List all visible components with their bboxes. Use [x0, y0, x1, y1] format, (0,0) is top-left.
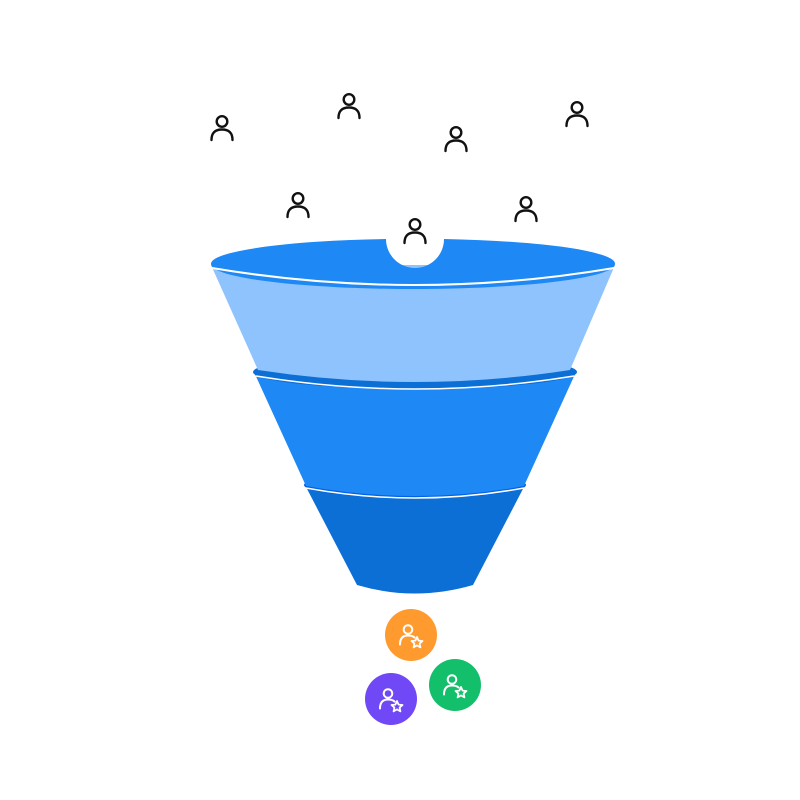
user-outline-icon — [565, 100, 589, 128]
converted-user-green — [429, 659, 481, 711]
converted-user-orange — [385, 609, 437, 661]
funnel-tier-3 — [305, 485, 525, 594]
funnel — [210, 239, 616, 594]
funnel-top-rim — [210, 239, 616, 289]
user-outline-icon — [337, 92, 361, 120]
user-outline-icon — [286, 191, 310, 219]
funnel-tier-1 — [211, 265, 615, 382]
user-outline-icon — [403, 217, 427, 245]
funnel-top-separator — [211, 267, 615, 286]
prospect-users — [210, 92, 589, 245]
funnel-tier-2-separator — [255, 375, 575, 390]
funnel-tier-3-separator — [305, 487, 525, 499]
user-outline-icon — [514, 195, 538, 223]
user-outline-icon — [210, 114, 234, 142]
converted-user-purple — [365, 673, 417, 725]
converted-users — [365, 609, 481, 725]
funnel-tier-2 — [254, 372, 576, 496]
user-outline-icon — [444, 125, 468, 153]
